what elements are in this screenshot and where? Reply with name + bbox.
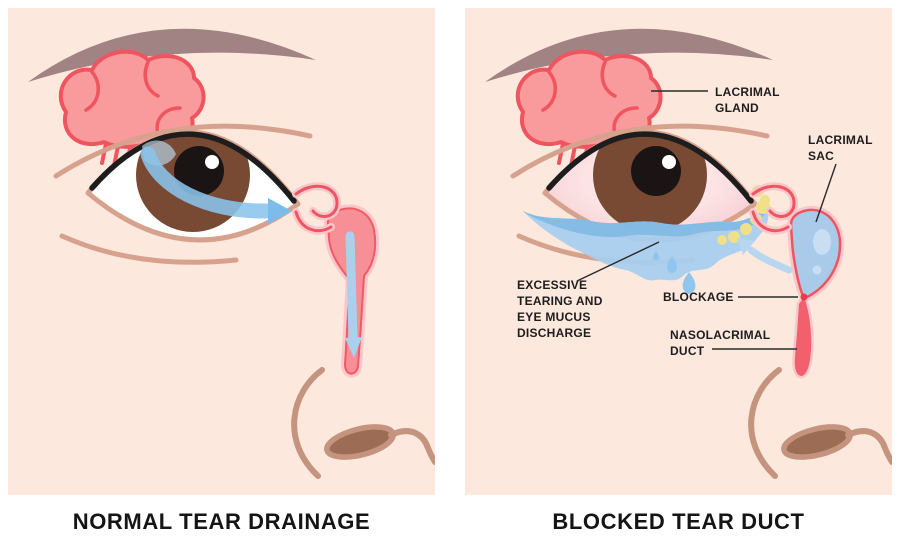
label-lacrimal-sac: LACRIMAL — [808, 133, 873, 147]
blocked-eye-illustration: LACRIMAL GLAND LACRIMAL SAC EXCESSIVE TE… — [465, 8, 892, 495]
panel-blocked-tear-duct: LACRIMAL GLAND LACRIMAL SAC EXCESSIVE TE… — [465, 8, 892, 495]
tear-flow-arrow — [140, 146, 274, 219]
leader-excessive-tearing — [576, 241, 660, 282]
sac-highlight-small — [812, 265, 822, 275]
tear-drop — [667, 256, 677, 273]
label-excessive-tearing: EXCESSIVE — [517, 278, 587, 292]
backflow-arrowhead — [737, 238, 755, 255]
label-lacrimal-gland: GLAND — [715, 101, 759, 115]
tear-pool-wave — [523, 208, 767, 238]
nasolacrimal-duct-blocked — [794, 297, 812, 376]
label-nasolacrimal-duct: NASOLACRIMAL — [670, 328, 770, 342]
leader-lacrimal-sac — [815, 163, 837, 223]
blockage-point — [800, 293, 808, 301]
duct-inner-arrowhead — [345, 337, 362, 358]
tear-flow-arrowhead — [268, 198, 292, 224]
normal-eye-illustration — [8, 8, 435, 495]
caption-blocked-tear-duct: BLOCKED TEAR DUCT — [552, 509, 805, 534]
label-lacrimal-gland: LACRIMAL — [715, 85, 780, 99]
backflow-arrow — [747, 246, 793, 274]
panel-normal-tear-drainage — [8, 8, 435, 495]
label-nasolacrimal-duct: DUCT — [670, 344, 705, 358]
label-excessive-tearing: DISCHARGE — [517, 326, 591, 340]
tear-drop — [653, 251, 659, 261]
duct-inner-flow — [345, 231, 358, 343]
lacrimal-sac-blocked — [789, 208, 842, 300]
label-excessive-tearing: TEARING AND — [517, 294, 603, 308]
label-lacrimal-sac: SAC — [808, 149, 834, 163]
label-blockage: BLOCKAGE — [663, 290, 734, 304]
caption-normal-tear-drainage: NORMAL TEAR DRAINAGE — [72, 509, 371, 534]
label-excessive-tearing: EYE MUCUS — [517, 310, 591, 324]
tear-drop — [682, 272, 696, 294]
sac-highlight — [813, 229, 831, 255]
